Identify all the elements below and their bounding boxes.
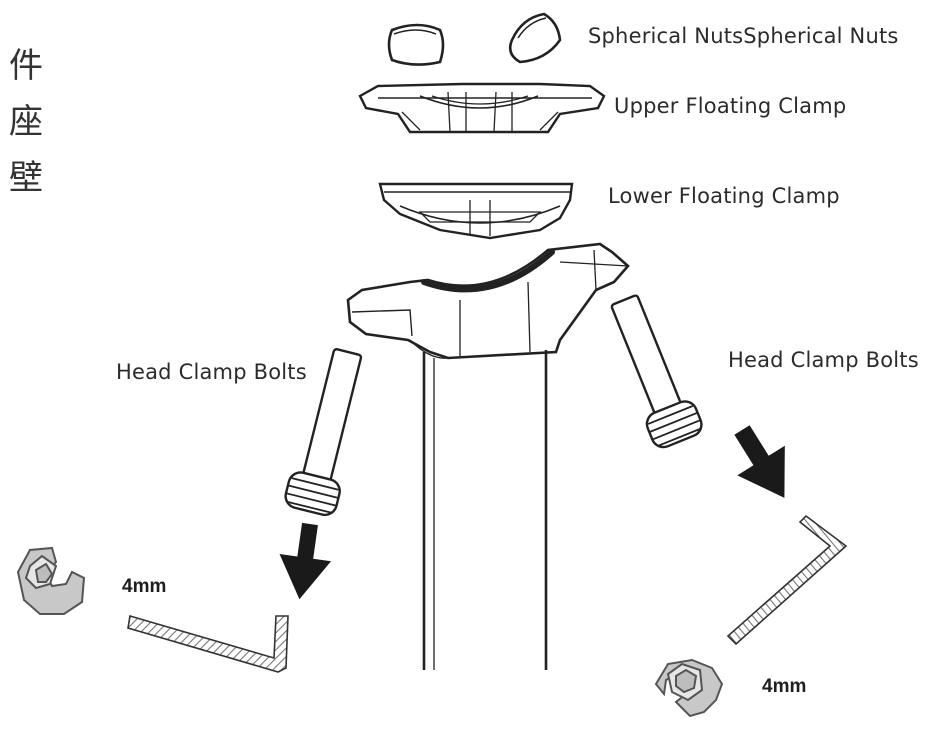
- label-head-clamp-bolts-right: Head Clamp Bolts: [728, 348, 919, 372]
- label-tool-size-right: 4mm: [762, 676, 807, 697]
- floating-clamp-icon: [358, 82, 606, 134]
- label-spherical-nuts: Spherical NutsSpherical Nuts: [588, 24, 899, 48]
- hex-key-icon: [726, 514, 848, 646]
- hex-key-icon: [127, 614, 289, 673]
- wrench-icon: [16, 546, 86, 615]
- label-upper-floating-clamp: Upper Floating Clamp: [614, 94, 847, 118]
- spherical-nut-icon: [508, 12, 562, 64]
- spherical-nut-icon: [387, 23, 445, 66]
- bolt-icon: [610, 294, 703, 449]
- side-vertical-text: 件 座 壁: [6, 38, 46, 206]
- side-char-3: 壁: [9, 158, 43, 198]
- seatpost-head-icon: [346, 242, 630, 360]
- label-tool-size-left: 4mm: [122, 576, 167, 597]
- seatpost-shaft: [422, 350, 548, 670]
- wrench-icon: [654, 658, 724, 718]
- label-head-clamp-bolts-left: Head Clamp Bolts: [116, 360, 307, 384]
- side-char-1: 件: [9, 46, 43, 86]
- arrow-down-icon: [734, 425, 785, 498]
- arrow-down-icon: [279, 522, 332, 600]
- bolt-icon: [284, 348, 363, 517]
- floating-clamp-icon: [378, 182, 574, 240]
- side-char-2: 座: [9, 102, 43, 142]
- label-lower-floating-clamp: Lower Floating Clamp: [608, 184, 840, 208]
